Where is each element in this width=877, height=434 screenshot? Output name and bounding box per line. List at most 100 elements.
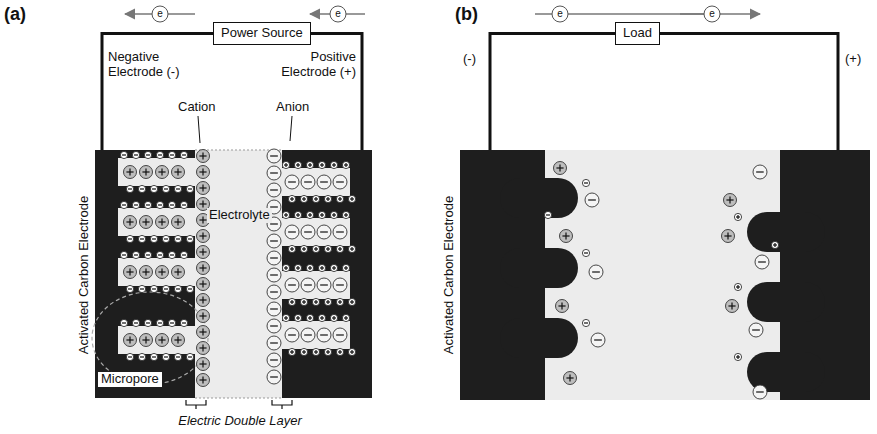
anion xyxy=(174,285,181,292)
charge-sign xyxy=(297,316,298,320)
anion xyxy=(333,175,347,189)
cation xyxy=(734,353,741,360)
cation xyxy=(282,211,289,218)
pore xyxy=(280,271,350,299)
anion xyxy=(267,319,281,333)
charge-sign xyxy=(291,247,292,251)
charge-sign xyxy=(288,231,296,232)
leader-line xyxy=(290,116,292,141)
charge-sign xyxy=(303,300,304,304)
charge-sign xyxy=(285,213,286,217)
anion xyxy=(544,211,551,218)
charge-sign xyxy=(129,336,130,343)
charge-sign xyxy=(170,154,174,155)
cation xyxy=(312,195,319,202)
electrode-finger xyxy=(747,282,825,322)
panel-label: (b) xyxy=(455,4,478,25)
charge-sign xyxy=(561,302,562,309)
charge-sign xyxy=(731,302,732,309)
cation xyxy=(300,348,307,355)
anion xyxy=(333,278,347,292)
anion xyxy=(333,225,347,239)
anion xyxy=(285,328,299,342)
wire xyxy=(490,33,615,150)
charge-sign xyxy=(202,200,203,207)
pore xyxy=(118,258,198,286)
cation xyxy=(197,326,210,339)
cation xyxy=(330,264,337,271)
charge-sign xyxy=(345,316,346,320)
charge-sign xyxy=(188,356,192,357)
charge-sign xyxy=(321,213,322,217)
charge-sign xyxy=(161,168,162,175)
charge-sign xyxy=(128,188,132,189)
anion xyxy=(753,385,767,399)
charge-sign xyxy=(291,350,292,354)
anion xyxy=(168,319,175,326)
charge-sign xyxy=(336,181,344,182)
charge-sign xyxy=(339,350,340,354)
charge-sign xyxy=(774,243,775,247)
anion xyxy=(132,319,139,326)
charge-sign xyxy=(345,266,346,270)
charge-sign xyxy=(297,163,298,167)
charge-sign xyxy=(333,213,334,217)
anion xyxy=(168,151,175,158)
cation xyxy=(306,264,313,271)
polarity-label: (-) xyxy=(463,52,476,67)
charge-sign xyxy=(146,254,150,255)
charge-sign xyxy=(339,197,340,201)
charge-sign xyxy=(177,168,178,175)
charge-sign xyxy=(122,154,126,155)
cation xyxy=(336,195,343,202)
cation xyxy=(348,298,355,305)
charge-sign xyxy=(758,261,766,262)
charge-sign xyxy=(321,163,322,167)
charge-sign xyxy=(170,322,174,323)
electrode-finger xyxy=(747,212,825,252)
charge-sign xyxy=(202,216,203,223)
charge-sign xyxy=(327,350,328,354)
charge-sign xyxy=(202,152,203,159)
cation xyxy=(140,266,153,279)
charge-sign xyxy=(202,232,203,239)
cation xyxy=(197,342,210,355)
electrode-label: Positive Electrode (+) xyxy=(272,50,356,80)
charge-sign xyxy=(309,163,310,167)
cation xyxy=(140,216,153,229)
cation xyxy=(342,161,349,168)
anion xyxy=(174,353,181,360)
charge-sign xyxy=(304,334,312,335)
charge-sign xyxy=(327,247,328,251)
cation xyxy=(140,334,153,347)
charge-sign xyxy=(315,247,316,251)
charge-sign xyxy=(729,196,730,203)
charge-sign xyxy=(351,197,352,201)
charge-sign xyxy=(128,356,132,357)
anion xyxy=(301,278,315,292)
charge-sign xyxy=(569,374,570,381)
charge-sign xyxy=(752,329,760,330)
part-label: Micropore xyxy=(98,372,162,387)
anion xyxy=(285,278,299,292)
charge-sign xyxy=(737,215,738,219)
cation xyxy=(156,334,169,347)
charge-sign xyxy=(146,154,150,155)
electrode-name: Activated Carbon Electrode xyxy=(442,196,457,354)
charge-sign xyxy=(285,316,286,320)
charge-sign xyxy=(202,360,203,367)
electrolyte-region xyxy=(545,150,780,400)
charge-sign xyxy=(270,172,278,173)
charge-sign xyxy=(129,168,130,175)
charge-sign xyxy=(270,189,278,190)
cation xyxy=(197,358,210,371)
cation xyxy=(172,334,185,347)
anion xyxy=(144,251,151,258)
cation xyxy=(197,246,210,259)
cation xyxy=(140,166,153,179)
cation xyxy=(156,216,169,229)
cation xyxy=(342,211,349,218)
electron-symbol xyxy=(704,6,720,22)
cation xyxy=(312,348,319,355)
